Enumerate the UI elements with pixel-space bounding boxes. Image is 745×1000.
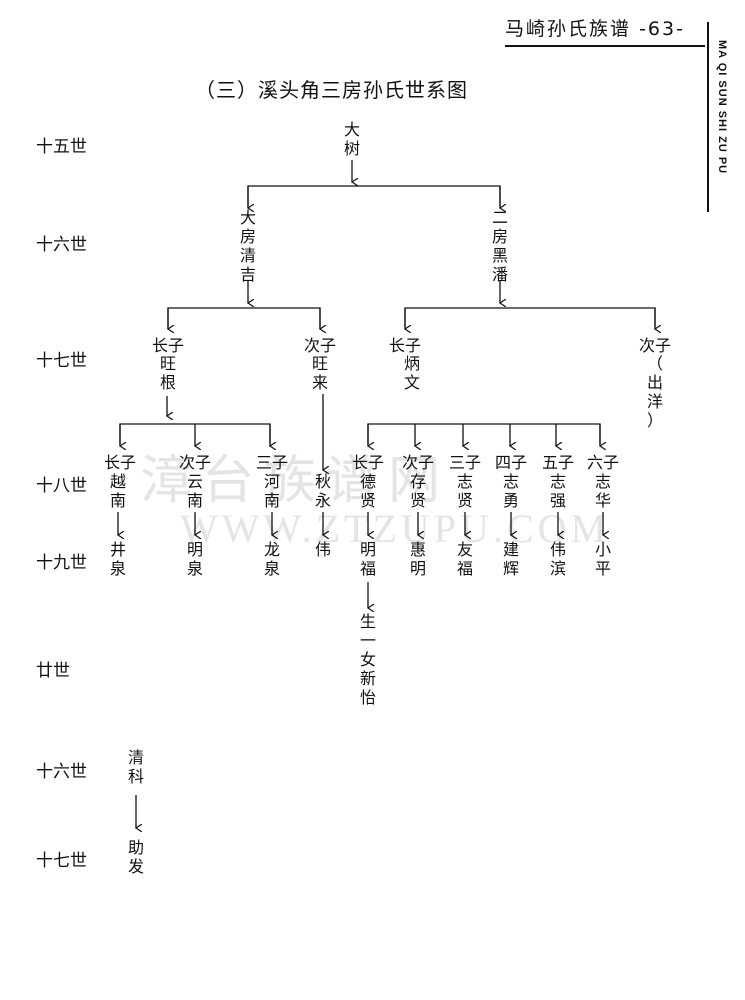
node-g19-4: 伟 — [314, 540, 332, 559]
node-g19-10: 小 平 — [594, 540, 612, 578]
rank-g17-1: 长子 — [151, 336, 185, 355]
node-g18-3: 河 南 — [263, 472, 281, 510]
generation-label-18: 十八世 — [36, 476, 87, 496]
bracket-g16b — [404, 307, 656, 327]
node-g18-4: 秋 永 — [314, 472, 332, 510]
rank-g18-2: 次子 — [178, 453, 212, 472]
node-g18-1: 越 南 — [109, 472, 127, 510]
page-number: -63- — [639, 18, 685, 40]
node-g17-2: 旺 来 — [311, 354, 329, 392]
node-g19-5: 明 福 — [359, 540, 377, 578]
node-g19-8: 建 辉 — [502, 540, 520, 578]
node-g17-1: 旺 根 — [159, 354, 177, 392]
node-g17-4: （ 出 洋 ） — [646, 354, 664, 430]
node-g18-10: 志 华 — [594, 472, 612, 510]
node-g20-1: 生 一 女 新 怡 — [359, 612, 377, 707]
node-g18-6: 存 贤 — [409, 472, 427, 510]
node-g16-a: 大 房 清 吉 — [239, 208, 257, 284]
generation-label-20: 廿世 — [36, 661, 70, 681]
side-label: MA QI SUN SHI ZU PU — [716, 40, 728, 175]
diagram-title: （三）溪头角三房孙氏世系图 — [195, 78, 468, 102]
node-root: 大 树 — [343, 120, 361, 158]
node-g19-3: 龙 泉 — [263, 540, 281, 578]
rank-g18-6: 次子 — [401, 453, 435, 472]
node-extra-a: 清 科 — [127, 748, 145, 786]
rank-g18-10: 六子 — [586, 453, 620, 472]
bracket-root — [247, 185, 501, 206]
side-rule — [707, 22, 709, 212]
generation-label-17-extra: 十七世 — [36, 851, 87, 871]
node-g19-9: 伟 滨 — [549, 540, 567, 578]
node-g19-7: 友 福 — [456, 540, 474, 578]
node-g19-1: 井 泉 — [109, 540, 127, 578]
generation-label-16: 十六世 — [36, 235, 87, 255]
node-g17-3: 炳 文 — [403, 354, 421, 392]
generation-label-16-extra: 十六世 — [36, 762, 87, 782]
generation-label-17: 十七世 — [36, 351, 87, 371]
rank-g18-1: 长子 — [103, 453, 137, 472]
node-g18-2: 云 南 — [186, 472, 204, 510]
node-g19-2: 明 泉 — [186, 540, 204, 578]
rank-g17-3: 长子 — [388, 336, 422, 355]
rank-g17-4: 次子 — [638, 336, 672, 355]
bracket-g16a — [167, 307, 321, 327]
rank-g17-2: 次子 — [303, 336, 337, 355]
node-g18-8: 志 勇 — [502, 472, 520, 510]
node-extra-b: 助 发 — [127, 838, 145, 876]
rank-g18-5: 长子 — [351, 453, 385, 472]
rank-g18-3: 三子 — [255, 453, 289, 472]
rank-g18-7: 三子 — [448, 453, 482, 472]
node-g16-b: 二 房 黑 潘 — [491, 208, 509, 284]
node-g18-5: 德 贤 — [359, 472, 377, 510]
bracket-g17-3 — [367, 423, 601, 444]
rank-g18-8: 四子 — [494, 453, 528, 472]
book-title: 马崎孙氏族谱 -63- — [505, 18, 685, 40]
generation-label-19: 十九世 — [36, 553, 87, 573]
node-g18-9: 志 强 — [549, 472, 567, 510]
node-g18-7: 志 贤 — [456, 472, 474, 510]
rank-g18-9: 五子 — [541, 453, 575, 472]
node-g19-6: 惠 明 — [409, 540, 427, 578]
header-rule — [505, 45, 705, 47]
generation-label-15: 十五世 — [36, 137, 87, 157]
